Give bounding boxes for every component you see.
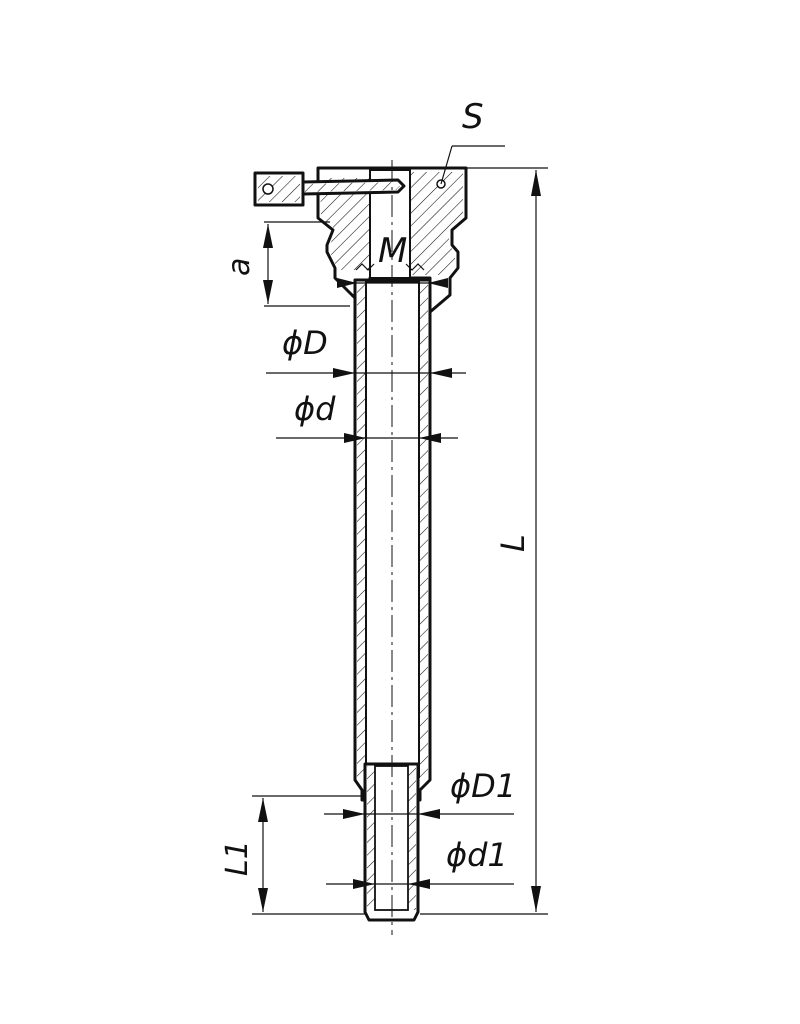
tip-wall-right xyxy=(408,766,416,910)
label-phi-d1-inner: ϕd1 xyxy=(446,836,508,874)
head-hatch-right xyxy=(410,172,463,275)
label-m: M xyxy=(378,231,407,271)
dimension-m: M xyxy=(337,231,448,288)
locking-lever xyxy=(253,171,406,207)
dimension-s: S xyxy=(440,97,505,185)
tip-wall-left xyxy=(367,766,375,910)
dimension-phi-d1-inner: ϕd1 xyxy=(326,836,514,889)
dimension-l1: L1 xyxy=(220,795,366,915)
lever-handle-hatch xyxy=(258,176,300,202)
label-s: S xyxy=(462,97,484,137)
tube-wall-right xyxy=(419,282,428,777)
lever-rod-hatch xyxy=(305,182,400,192)
label-phi-d-outer: ϕD xyxy=(282,324,328,362)
label-phi-d-inner: ϕd xyxy=(294,390,336,428)
lever-pin-hole xyxy=(262,183,274,195)
thread-marks-right xyxy=(405,263,425,271)
thread-marks-left xyxy=(355,263,375,271)
dimension-l: L xyxy=(420,167,548,915)
label-phi-d1-outer: ϕD1 xyxy=(450,767,516,805)
label-a: a xyxy=(222,258,257,276)
dimension-phi-d-outer: ϕD xyxy=(266,324,466,378)
dimension-phi-d-inner: ϕd xyxy=(276,390,458,443)
tube-wall-left xyxy=(357,282,366,777)
dimension-phi-d1-outer: ϕD1 xyxy=(324,767,516,819)
head-hatch-left xyxy=(320,178,370,270)
dimension-a: a xyxy=(222,221,350,307)
label-l: L xyxy=(494,534,532,552)
label-l1: L1 xyxy=(220,840,255,876)
